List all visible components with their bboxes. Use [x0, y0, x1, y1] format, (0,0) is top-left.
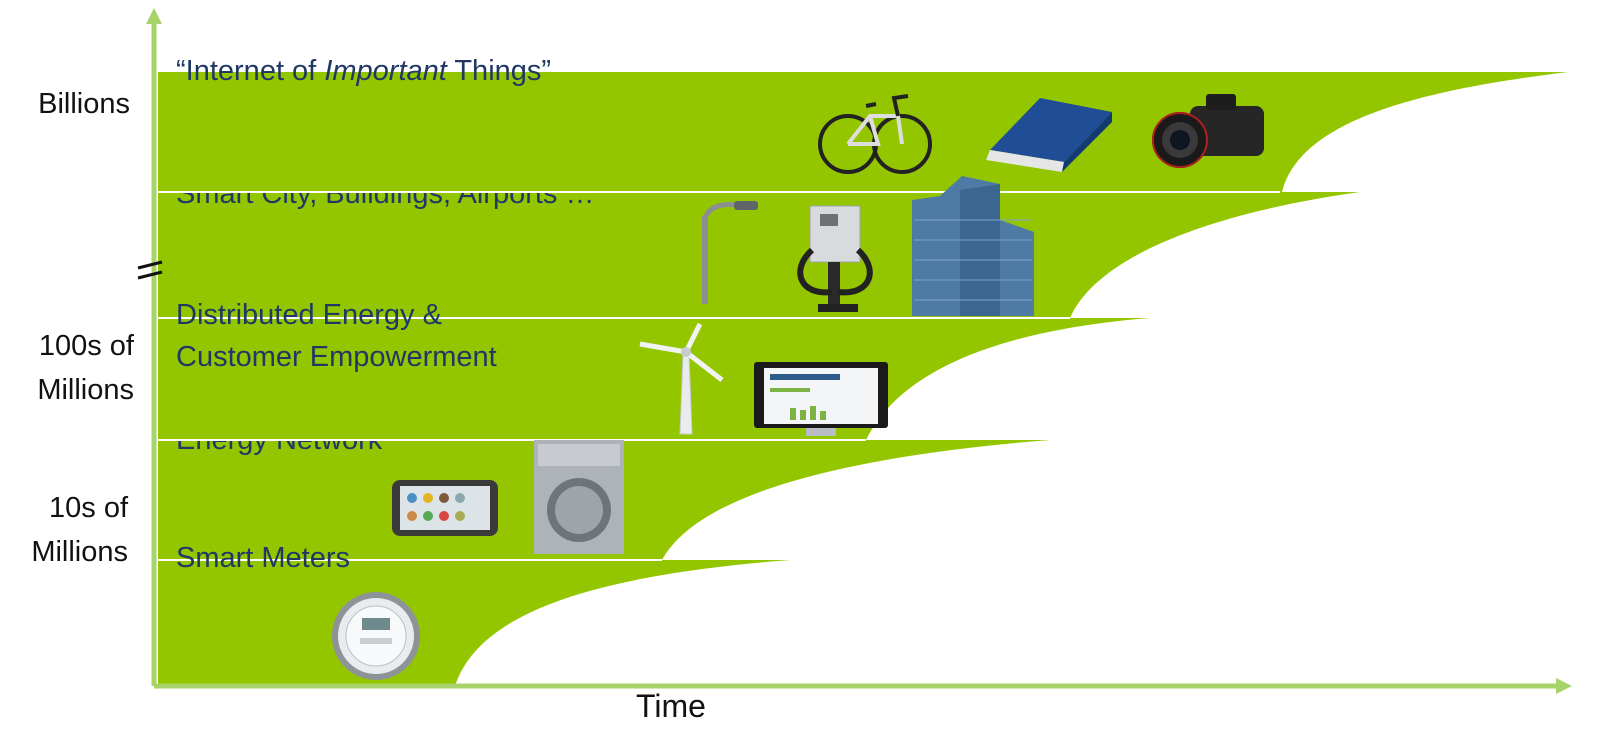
x-axis-arrow: [1556, 678, 1572, 694]
band-label-smart-meters: Smart Meters: [176, 542, 351, 574]
skyscraper-icon: [912, 176, 1034, 316]
energy-dashboard-monitor-icon: [754, 362, 888, 436]
band-label-energy-network: Energy Network: [176, 441, 382, 457]
washing-machine-icon: [534, 440, 624, 554]
band-smart-meters: [158, 560, 790, 686]
band-smart-city: [158, 192, 1360, 318]
y-level-10s-of-millions: 10s of Millions: [31, 492, 128, 568]
band-label-distributed-energy: Distributed Energy & Customer Empowermen…: [176, 299, 497, 373]
ev-charger-icon: [797, 205, 873, 312]
y-level-100s-of-millions: 100s of Millions: [37, 330, 134, 406]
smart-thermostat-icon: [392, 480, 498, 536]
band-label-smart-city-clip: Smart City, Buildings, Airports …: [176, 193, 696, 211]
electric-meter-icon: [332, 592, 420, 680]
band-distributed-energy: [158, 318, 1150, 440]
band-label-smart-city: Smart City, Buildings, Airports …: [176, 193, 595, 210]
bicycle-icon: [818, 94, 932, 174]
book-icon: [986, 98, 1112, 172]
band-label-energy-network-clip: Energy Network: [176, 441, 496, 457]
y-axis-arrow: [146, 8, 162, 24]
axis-break-icon: [137, 260, 163, 280]
street-light-icon: [702, 201, 758, 304]
camera-icon: [1152, 94, 1264, 168]
x-axis-label: Time: [636, 688, 706, 724]
y-level-billions: Billions: [38, 88, 130, 120]
band-label-internet-of-important-things: “Internet of Important Things”: [176, 55, 552, 87]
wind-turbine-icon: [639, 322, 724, 435]
